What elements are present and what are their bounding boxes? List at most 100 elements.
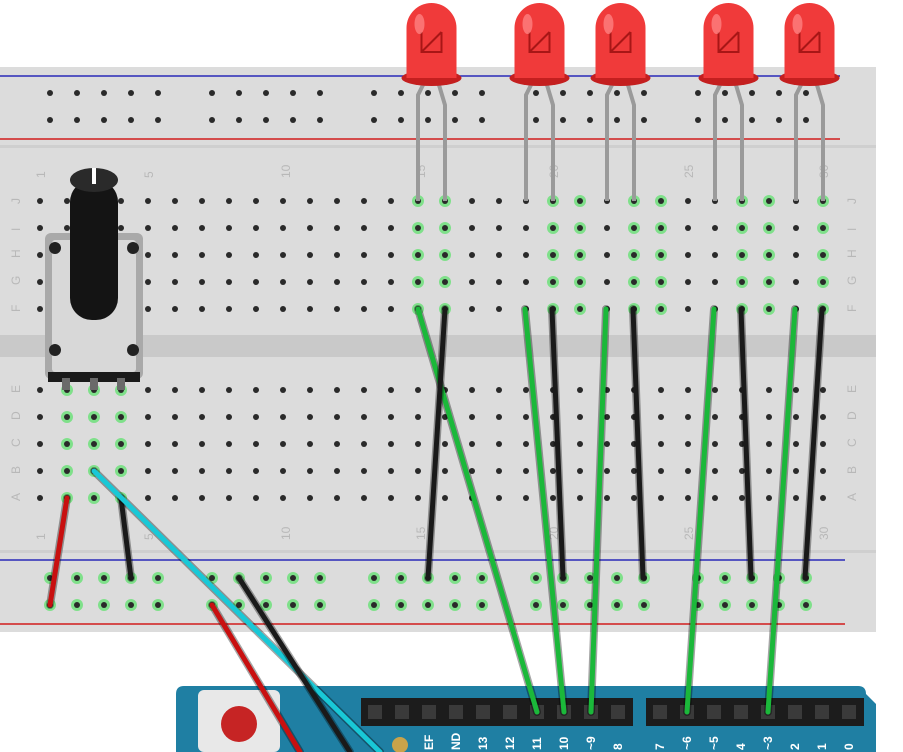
cyan-wire-pot-signal[interactable]: [91, 468, 383, 752]
rail-hole: [290, 90, 296, 96]
rail-hole: [587, 602, 593, 608]
led-5[interactable]: [779, 3, 840, 201]
breadboard-hole: [523, 441, 529, 447]
led-3[interactable]: [590, 3, 651, 201]
breadboard-hole: [469, 414, 475, 420]
breadboard-hole: [361, 198, 367, 204]
breadboard-hole: [496, 441, 502, 447]
header-pin[interactable]: [611, 705, 625, 719]
breadboard-hole: [37, 279, 43, 285]
breadboard-hole: [37, 387, 43, 393]
potentiometer-knob-shaft[interactable]: [70, 180, 118, 320]
reset-button[interactable]: [221, 706, 257, 742]
header-pin[interactable]: [653, 705, 667, 719]
header-pin[interactable]: [707, 705, 721, 719]
breadboard-hole: [280, 279, 286, 285]
green-wire-pin6[interactable]: [684, 306, 717, 715]
breadboard-hole: [145, 495, 151, 501]
pin-label-2: 2: [788, 743, 802, 750]
row-letter-C-left: C: [9, 438, 23, 447]
breadboard-hole: [469, 468, 475, 474]
header-pin[interactable]: [449, 705, 463, 719]
black-wire-pot-gnd[interactable]: [118, 495, 134, 581]
breadboard-hole: [658, 252, 664, 258]
green-wire-pin9[interactable]: [588, 306, 609, 715]
breadboard-hole: [361, 495, 367, 501]
breadboard-hole: [577, 468, 583, 474]
rail-hole: [236, 117, 242, 123]
breadboard-hole: [37, 252, 43, 258]
breadboard-hole: [820, 225, 826, 231]
header-pin[interactable]: [476, 705, 490, 719]
rail-hole: [695, 90, 701, 96]
rail-hole: [317, 602, 323, 608]
rail-hole: [209, 117, 215, 123]
led-4[interactable]: [698, 3, 759, 201]
green-wire-pin10[interactable]: [522, 306, 567, 715]
breadboard-hole: [604, 468, 610, 474]
breadboard-hole: [199, 198, 205, 204]
breadboard-hole: [415, 468, 421, 474]
breadboard-hole: [172, 387, 178, 393]
breadboard-hole: [172, 468, 178, 474]
breadboard-hole: [604, 225, 610, 231]
header-pin[interactable]: [842, 705, 856, 719]
led-1[interactable]: [401, 3, 462, 201]
rail-hole: [776, 90, 782, 96]
rail-hole: [101, 117, 107, 123]
breadboard-hole: [253, 198, 259, 204]
black-wire-led2-gnd[interactable]: [549, 306, 566, 581]
led-leg-anode: [732, 79, 744, 201]
breadboard-hole: [280, 198, 286, 204]
red-wire-5v[interactable]: [209, 602, 303, 752]
breadboard-hole: [793, 279, 799, 285]
rail-hole: [371, 575, 377, 581]
rail-hole: [101, 90, 107, 96]
breadboard-hole: [685, 414, 691, 420]
header-pin[interactable]: [734, 705, 748, 719]
potentiometer-screw: [127, 344, 139, 356]
rail-hole: [722, 90, 728, 96]
header-pin[interactable]: [788, 705, 802, 719]
breadboard-hole: [307, 387, 313, 393]
green-wire-pin3[interactable]: [765, 306, 798, 715]
breadboard-hole: [172, 495, 178, 501]
breadboard-hole: [145, 252, 151, 258]
breadboard-hole: [280, 414, 286, 420]
header-pin[interactable]: [395, 705, 409, 719]
header-pin[interactable]: [422, 705, 436, 719]
breadboard-hole: [334, 468, 340, 474]
breadboard-hole: [415, 495, 421, 501]
header-pin[interactable]: [815, 705, 829, 719]
header-pin[interactable]: [503, 705, 517, 719]
led-2[interactable]: [509, 3, 570, 201]
col-label-bottom-1: 1: [34, 533, 48, 540]
black-wire-led3-gnd[interactable]: [630, 306, 646, 581]
red-wire-pot-vcc[interactable]: [47, 495, 70, 608]
breadboard-hole: [307, 279, 313, 285]
potentiometer[interactable]: [45, 168, 143, 390]
breadboard-hole: [37, 414, 43, 420]
breadboard-hole: [658, 225, 664, 231]
breadboard-hole: [415, 441, 421, 447]
rail-hole: [74, 575, 80, 581]
black-wire-led5-gnd[interactable]: [802, 306, 825, 581]
breadboard-hole: [550, 468, 556, 474]
black-wire-led4-gnd[interactable]: [738, 306, 754, 581]
breadboard-hole: [469, 387, 475, 393]
breadboard-hole: [415, 225, 421, 231]
breadboard-hole: [712, 468, 718, 474]
breadboard-hole: [442, 279, 448, 285]
rail-hole: [776, 117, 782, 123]
breadboard-hole: [37, 225, 43, 231]
breadboard-hole: [658, 441, 664, 447]
breadboard-hole: [307, 198, 313, 204]
green-wire-pin11[interactable]: [415, 306, 540, 715]
black-wire-gnd[interactable]: [236, 575, 353, 752]
header-pin[interactable]: [368, 705, 382, 719]
led-die: [717, 31, 740, 53]
black-wire-led1-gnd[interactable]: [425, 306, 448, 581]
rail-hole: [533, 575, 539, 581]
breadboard-hole: [685, 468, 691, 474]
